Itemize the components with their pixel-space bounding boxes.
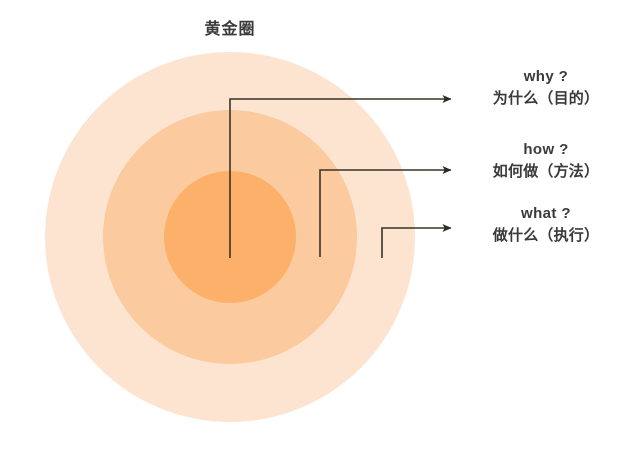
callout-label-why: why ? 为什么（目的） (455, 66, 637, 110)
callout-label-what-en: what ? (521, 205, 571, 222)
callout-line-how (319, 166, 452, 257)
callout-label-why-zh: 为什么（目的） (492, 89, 600, 107)
callout-line-what (381, 224, 452, 258)
callout-label-how: how ? 如何做（方法） (455, 139, 637, 183)
callout-label-what-zh: 做什么（执行） (492, 226, 600, 244)
page-title: 黄金圈 (204, 21, 256, 38)
callout-label-how-zh: 如何做（方法） (492, 162, 600, 180)
callout-label-why-en: why ? (523, 68, 569, 85)
callout-label-what: what ? 做什么（执行） (455, 203, 637, 247)
callout-label-how-en: how ? (523, 141, 569, 158)
callout-line-why (229, 95, 452, 258)
